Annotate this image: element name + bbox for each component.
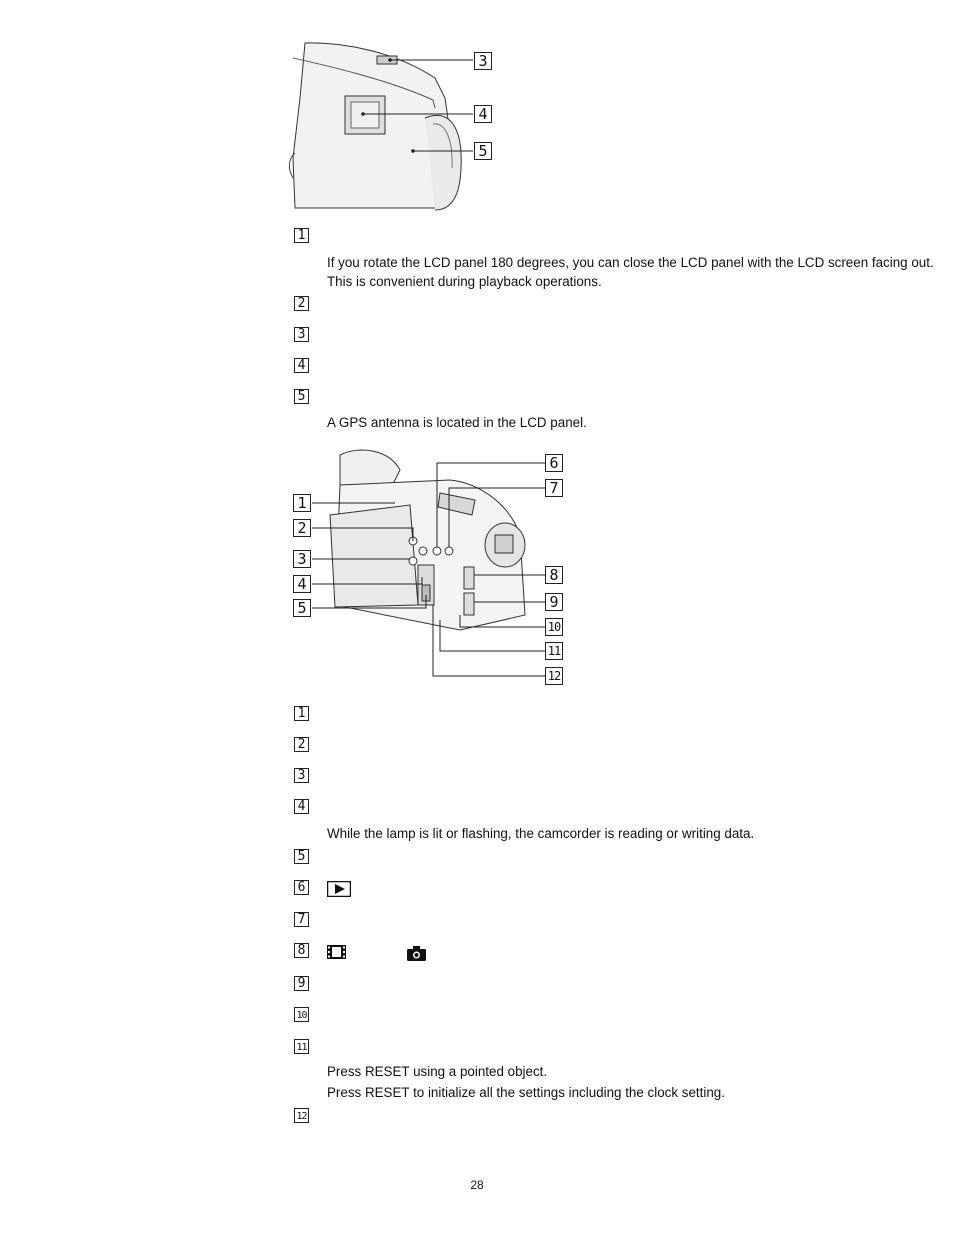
camcorder-lcd-figure <box>288 42 473 211</box>
figure2-callout-2: 2 <box>293 519 311 537</box>
figure2-callout-4: 4 <box>293 575 311 593</box>
item-marker-6: 6 <box>294 880 309 895</box>
item-marker-12: 12 <box>294 1108 309 1123</box>
figure1-callout-3: 3 <box>474 52 492 70</box>
figure2-callout-12: 12 <box>545 667 563 685</box>
item-marker-1: 1 <box>294 228 309 243</box>
reset-note-1: Press RESET using a pointed object. <box>327 1064 548 1079</box>
figure2-callout-5: 5 <box>293 599 311 617</box>
figure2-callout-7: 7 <box>545 479 563 497</box>
item-marker-9: 9 <box>294 976 309 991</box>
figure2-callout-9: 9 <box>545 593 563 611</box>
camcorder-side-figure <box>312 449 546 677</box>
figure2-callout-10: 10 <box>545 618 563 636</box>
page-number: 28 <box>470 1178 484 1192</box>
lcd-rotate-note: If you rotate the LCD panel 180 degrees,… <box>327 255 934 289</box>
figure1-callout-4: 4 <box>474 105 492 123</box>
camera-icon <box>407 946 426 961</box>
gps-antenna-note: A GPS antenna is located in the LCD pane… <box>327 415 587 430</box>
item-marker-11: 11 <box>294 1039 309 1054</box>
item-marker-5: 5 <box>294 389 309 404</box>
figure2-callout-6: 6 <box>545 454 563 472</box>
item-marker-5: 5 <box>294 849 309 864</box>
item-marker-8: 8 <box>294 943 309 958</box>
item-marker-7: 7 <box>294 912 309 927</box>
figure2-callout-11: 11 <box>545 642 563 660</box>
play-icon <box>327 881 351 897</box>
item-marker-4: 4 <box>294 358 309 373</box>
item-marker-10: 10 <box>294 1007 309 1022</box>
item-marker-2: 2 <box>294 296 309 311</box>
reset-note-2: Press RESET to initialize all the settin… <box>327 1085 725 1100</box>
figure1-callout-5: 5 <box>474 142 492 160</box>
item-marker-2: 2 <box>294 737 309 752</box>
item-marker-1: 1 <box>294 706 309 721</box>
item-marker-3: 3 <box>294 768 309 783</box>
item-marker-3: 3 <box>294 327 309 342</box>
lamp-note: While the lamp is lit or flashing, the c… <box>327 826 755 841</box>
movie-icon <box>327 945 346 959</box>
figure2-callout-8: 8 <box>545 566 563 584</box>
figure2-callout-3: 3 <box>293 550 311 568</box>
item-marker-4: 4 <box>294 799 309 814</box>
figure2-callout-1: 1 <box>293 494 311 512</box>
